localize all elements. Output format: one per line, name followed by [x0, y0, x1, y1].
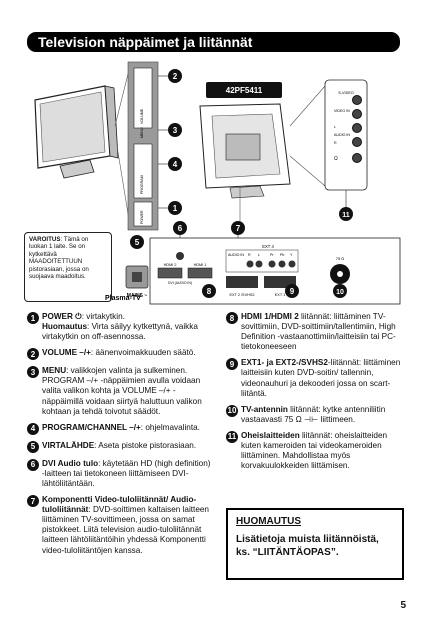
- item-number: 4: [27, 422, 39, 435]
- list-item: 11 Oheislaitteiden liitännät: oheislaitt…: [226, 430, 388, 471]
- label-mains: MAINS ~: [127, 293, 148, 299]
- item-number: 1: [27, 312, 39, 324]
- label-ext2: EXT 2 /SVHS2: [229, 293, 254, 297]
- callout-9: 9: [285, 284, 299, 298]
- callout-6: 6: [173, 221, 187, 235]
- page-number: 5: [400, 600, 406, 611]
- list-item: 7 Komponentti Video-tuloliitännät/ Audio…: [27, 495, 215, 556]
- list-item: 5 VIRTALÄHDE: Aseta pistoke pistorasiaan…: [27, 440, 215, 453]
- model-label: 42PF5411: [226, 86, 263, 95]
- item-number: 7: [27, 495, 39, 508]
- label-antenna: 75 Ω: [336, 256, 345, 261]
- callout-3: 3: [168, 123, 182, 137]
- callout-8: 8: [202, 284, 216, 298]
- list-item: 8 HDMI 1/HDMI 2 liitännät: liittäminen T…: [226, 312, 404, 352]
- callout-4: 4: [168, 157, 182, 171]
- item-number: 6: [27, 458, 39, 471]
- side-label-program: PROGRAM: [140, 175, 144, 194]
- item-number: 8: [226, 312, 238, 324]
- page-title: Television näppäimet ja liitännät: [27, 32, 400, 52]
- jack-label-audio: AUDIO IN: [334, 133, 350, 137]
- item-number: 10: [226, 404, 238, 417]
- svg-text:5: 5: [135, 238, 140, 247]
- warning-text: : Tämä on luokan 1 laite. Se on kytkettä…: [29, 236, 89, 281]
- svg-text:8: 8: [207, 287, 212, 296]
- svg-text:4: 4: [173, 160, 178, 169]
- svg-text:1: 1: [173, 204, 178, 213]
- svg-text:7: 7: [236, 224, 241, 233]
- jack-label-l: L: [334, 125, 336, 129]
- tv-rear-illustration: 42PF5411: [199, 82, 326, 228]
- callout-7: 7: [231, 221, 245, 235]
- tv-front-illustration: [34, 65, 131, 227]
- svg-text:Pb: Pb: [280, 253, 284, 257]
- note-heading: HUOMAUTUS: [236, 516, 301, 527]
- warning-label: VAROITUS: [29, 236, 61, 243]
- list-item: 1 POWER ⏻: virtakytkin. Huomautus: Virta…: [27, 312, 215, 342]
- right-column: 8 HDMI 1/HDMI 2 liitännät: liittäminen T…: [226, 312, 404, 477]
- mains-socket: MAINS ~: [125, 265, 149, 299]
- label-hdmi1: HDMI 1: [194, 263, 207, 267]
- label-hdmi2: HDMI 2: [164, 263, 177, 267]
- svg-text:L: L: [258, 253, 260, 257]
- item-number: 2: [27, 348, 39, 361]
- side-label-menu: MENU: [140, 127, 144, 138]
- svg-text:9: 9: [290, 287, 295, 296]
- item-number: 3: [27, 366, 39, 379]
- svg-text:Pr: Pr: [270, 253, 274, 257]
- side-jack-panel: S-VIDEO VIDEO IN L AUDIO IN R Ω: [324, 79, 368, 191]
- list-item: 6 DVI Audio tulo: käytetään HD (high def…: [27, 458, 215, 489]
- rear-connector-panel: EXT 4 AUDIO IN R L Pr Pb Y HDMI 2 HDMI 1…: [149, 237, 401, 305]
- list-item: 3 MENU: valikkojen valinta ja sulkeminen…: [27, 366, 215, 416]
- item-number: 9: [226, 358, 238, 371]
- callout-2: 2: [168, 69, 182, 83]
- callout-1: 1: [168, 201, 182, 215]
- note-box: HUOMAUTUS Lisätietoja muista liitännöist…: [226, 508, 404, 580]
- tv-connections-diagram: VOLUME PROGRAM POWER MENU 2 3 4 1 42PF54…: [34, 61, 401, 305]
- svg-text:R: R: [248, 253, 251, 257]
- label-audio-in: AUDIO IN: [228, 253, 244, 257]
- svg-text:2: 2: [173, 72, 178, 81]
- item-number: 5: [27, 440, 39, 453]
- jack-label-video: VIDEO IN: [334, 109, 350, 113]
- callout-11: 11: [339, 207, 353, 221]
- left-column: 1 POWER ⏻: virtakytkin. Huomautus: Virta…: [27, 312, 215, 562]
- label-ext4: EXT 4: [262, 244, 274, 249]
- label-dvi: DVI (AUDIO IN): [168, 281, 192, 285]
- jack-label-headphone: Ω: [334, 156, 338, 162]
- side-button-panel: VOLUME PROGRAM POWER MENU: [127, 61, 168, 231]
- svg-text:6: 6: [178, 224, 183, 233]
- jack-label-svideo: S-VIDEO: [338, 91, 354, 95]
- list-item: 10 TV-antennin liitännät: kytke antennil…: [226, 404, 386, 424]
- side-label-volume: VOLUME: [140, 108, 144, 124]
- callout-5: 5: [130, 235, 144, 249]
- svg-text:10: 10: [336, 289, 344, 296]
- side-label-power: POWER: [140, 210, 144, 224]
- note-body: Lisätietoja muista liitännöistä, ks. “LI…: [236, 534, 379, 558]
- plasma-tv-label: Plasma-TV: [105, 295, 141, 302]
- svg-text:11: 11: [342, 212, 350, 219]
- svg-text:3: 3: [173, 126, 178, 135]
- callout-10: 10: [333, 284, 347, 298]
- list-item: 4 PROGRAM/CHANNEL –/+: ohjelmavalinta.: [27, 422, 215, 435]
- list-item: 9 EXT1- ja EXT2-/SVHS2-liitännät: liittä…: [226, 358, 404, 398]
- svg-text:Y: Y: [290, 253, 293, 257]
- warning-box: VAROITUS: Tämä on luokan 1 laite. Se on …: [24, 232, 112, 302]
- jack-label-r: R: [334, 141, 337, 145]
- label-ext1: EXT 1: [275, 293, 285, 297]
- list-item: 2 VOLUME –/+: äänenvoimakkuuden säätö.: [27, 348, 215, 361]
- item-number: 11: [226, 430, 238, 443]
